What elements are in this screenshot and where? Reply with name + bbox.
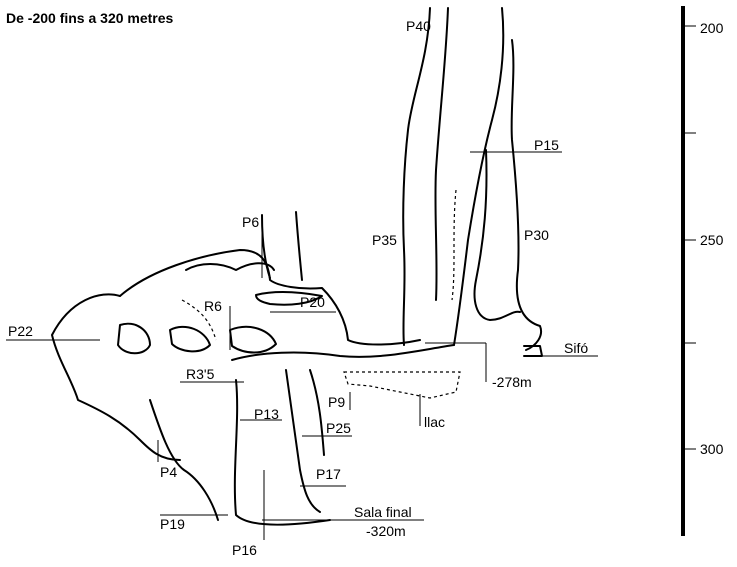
shaft-left-wall-inner [434,7,449,301]
diagram-title: De -200 fins a 320 metres [6,10,174,26]
label-p9: P9 [328,394,346,410]
p30-inner [473,149,521,321]
label-llac: llac [424,414,446,430]
label-p30: P30 [524,227,549,243]
chamber-right [229,325,277,354]
west-outline [51,293,181,461]
label-p40: P40 [406,18,431,34]
chamber-left [117,322,151,355]
p6-shaft [261,211,303,281]
scale-label-300: 300 [700,441,724,457]
shaft-right-outer [510,39,542,351]
dashed-shaft-1 [451,189,457,301]
lower-left-wall [149,399,219,521]
upper-loop [185,262,275,271]
label-p19: P19 [160,516,185,532]
lower-pit-right [285,369,321,513]
lower-pit-wall [233,379,331,526]
label-r6: R6 [204,298,222,314]
dashed-shaft-2 [181,299,217,341]
scale-label-250: 250 [700,232,724,248]
lake-surface [343,371,461,399]
label-p20: P20 [300,294,325,310]
chamber-mid [169,325,211,353]
gallery-ceiling [119,249,421,346]
label-p4: P4 [160,464,178,480]
label-r3-5: R3'5 [186,366,215,382]
sump-outline [523,345,543,357]
label-p35: P35 [372,232,397,248]
label-p17: P17 [316,466,341,482]
label-p15: P15 [534,137,559,153]
label-sala-final: Sala final [354,504,412,520]
label-p25: P25 [326,420,351,436]
label-sifo: Sifó [564,340,589,356]
label-p16: P16 [232,542,257,558]
gallery-floor [231,344,455,361]
shaft-left-wall [402,7,431,346]
label-depth-320: -320m [366,523,406,539]
label-p13: P13 [254,406,279,422]
label-p22: P22 [8,323,33,339]
label-depth-278: -278m [492,374,532,390]
p20-feature [255,291,323,306]
shaft-right-wall [453,7,505,346]
p25-wall [309,369,325,456]
scale-label-200: 200 [700,20,724,36]
label-p6: P6 [242,214,260,230]
